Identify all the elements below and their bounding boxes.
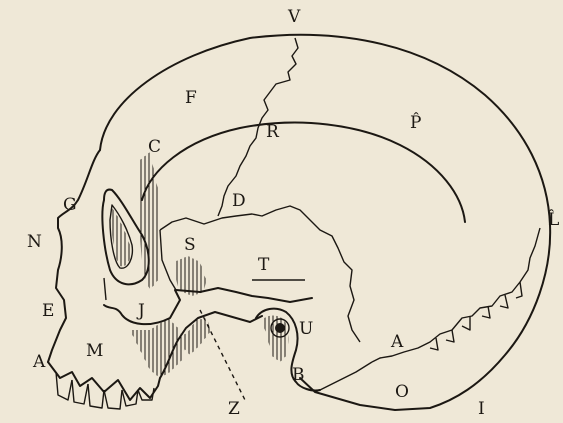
label-S: S xyxy=(184,235,196,255)
j-tick xyxy=(104,278,106,300)
label-C: C xyxy=(148,137,161,157)
label-V: V xyxy=(287,7,301,27)
label-N: N xyxy=(27,232,42,252)
label-Z: Z xyxy=(228,399,240,419)
coronal-suture xyxy=(218,38,298,216)
label-O: O xyxy=(395,382,409,402)
occipital-line xyxy=(320,362,372,390)
label-T: T xyxy=(258,255,270,275)
label-J: J xyxy=(136,301,145,321)
label-A-jaw: A xyxy=(32,352,46,372)
label-B: B xyxy=(292,365,305,385)
temporal-arc xyxy=(142,123,465,222)
label-L: L̂ xyxy=(548,210,559,230)
label-E: E xyxy=(42,301,54,321)
teeth xyxy=(48,362,160,409)
forehead-line xyxy=(48,150,100,362)
label-P: P̂ xyxy=(410,113,421,133)
label-R: R xyxy=(266,122,280,142)
label-G: G xyxy=(63,195,77,215)
ear-canal xyxy=(275,323,285,333)
label-F: F xyxy=(185,88,197,108)
label-U: U xyxy=(299,319,313,339)
sphenoid-line xyxy=(160,230,176,290)
label-I: I xyxy=(478,399,485,419)
label-M: M xyxy=(86,341,103,361)
label-A-skull: A xyxy=(390,332,404,352)
hatched-cheek xyxy=(130,318,186,378)
label-D: D xyxy=(232,191,246,211)
lambdoid-teeth xyxy=(430,282,522,350)
mastoid-hatch xyxy=(262,316,289,363)
